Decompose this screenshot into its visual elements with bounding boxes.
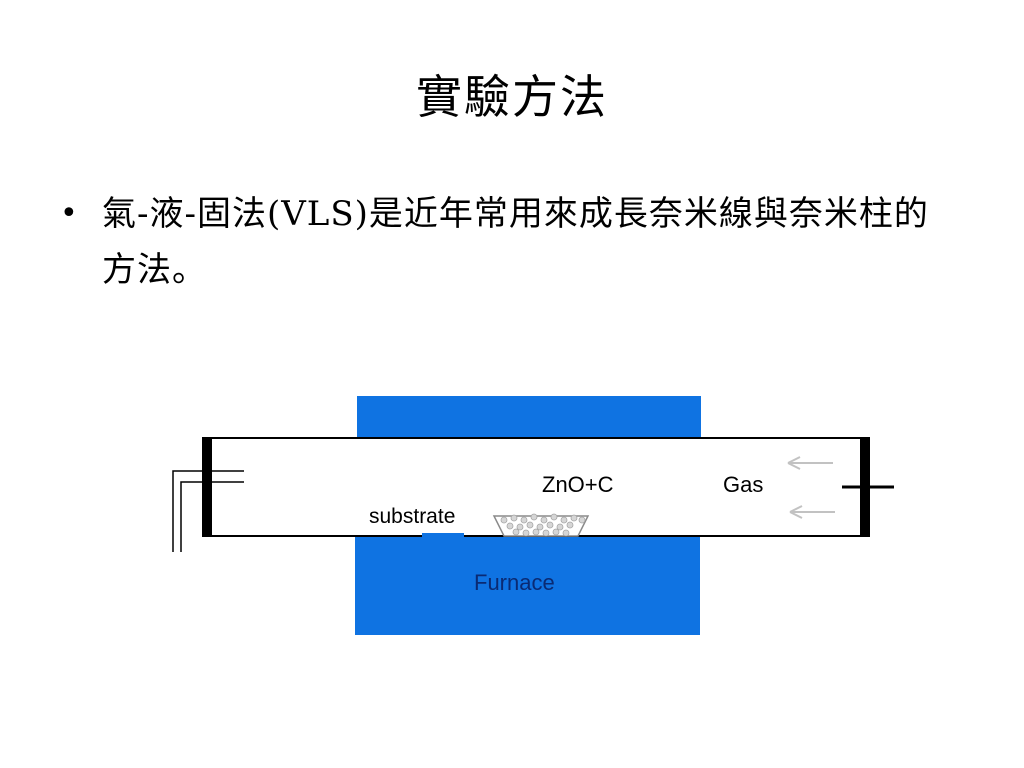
furnace-diagram: ZnO+C Gas substrate Furnace xyxy=(136,336,902,666)
furnace-label: Furnace xyxy=(474,570,555,595)
slide-title: 實驗方法 xyxy=(416,70,608,124)
left-flange xyxy=(202,437,212,537)
bullet-list: • 氣-液-固法(VLS)是近年常用來成長奈米線與奈米柱的方法。 xyxy=(58,186,958,298)
furnace-diagram-svg: ZnO+C Gas substrate Furnace xyxy=(172,396,894,635)
bullet-text: 氣-液-固法(VLS)是近年常用來成長奈米線與奈米柱的方法。 xyxy=(102,194,929,290)
bullet-item: • 氣-液-固法(VLS)是近年常用來成長奈米線與奈米柱的方法。 xyxy=(58,186,958,298)
furnace-top-block xyxy=(357,396,701,438)
source-label: ZnO+C xyxy=(542,472,614,497)
bullet-symbol: • xyxy=(60,196,78,231)
gas-arrow-upper xyxy=(787,456,833,470)
exhaust-pipe-inner xyxy=(180,481,244,552)
substrate-label: substrate xyxy=(369,505,455,528)
gas-arrow-lower xyxy=(789,505,835,519)
substrate-plate xyxy=(422,533,464,537)
source-crucible xyxy=(492,513,590,537)
gas-label: Gas xyxy=(723,472,763,497)
furnace-bottom-block xyxy=(355,536,700,635)
exhaust-pipe xyxy=(172,470,244,552)
